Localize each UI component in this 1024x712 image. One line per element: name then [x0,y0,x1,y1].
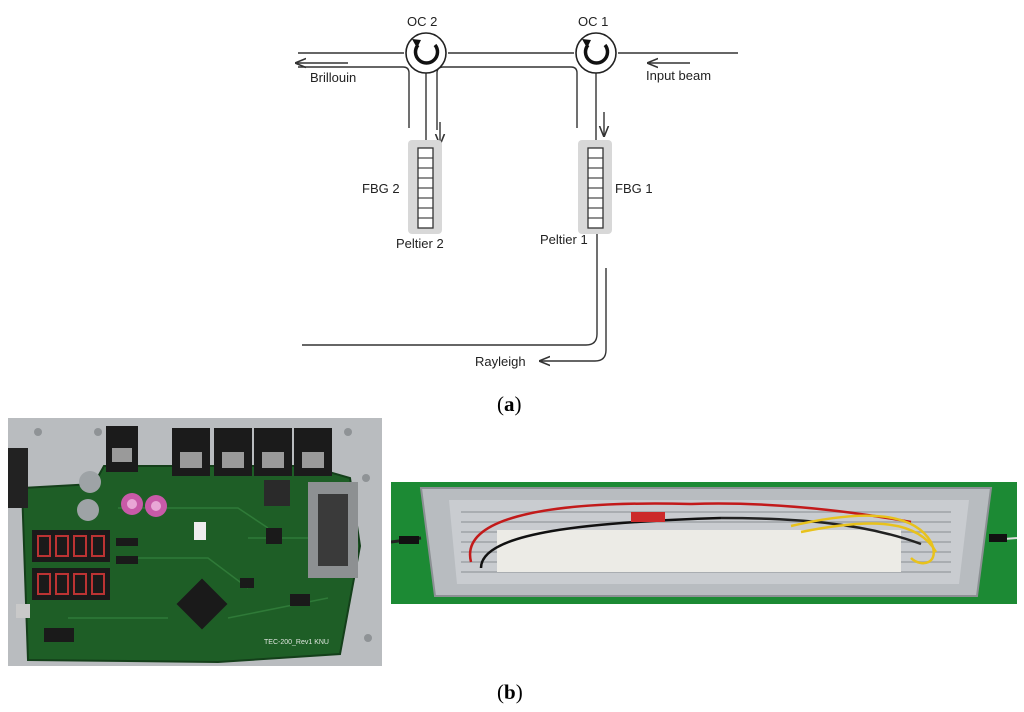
pcb-silkscreen: TEC-200_Rev1 KNU [264,639,329,646]
optical-schematic: OC 2 OC 1 FBG 2 FBG 1 Peltier 2 Peltier … [0,14,738,369]
seven-segment-displays [32,530,110,600]
capacitors [77,471,167,521]
microcontroller [176,578,228,630]
brillouin-label: Brillouin [310,70,356,85]
rayleigh-label: Rayleigh [475,354,526,369]
rayleigh-outer [540,268,607,361]
inductor [264,480,290,506]
peltier-2 [408,140,442,234]
oc2-circulator [405,32,447,74]
peltier1-label: Peltier 1 [540,232,588,247]
oc1-circulator [575,32,617,74]
oc2-label: OC 2 [407,14,437,29]
caption-b: (b) [497,680,523,704]
oc2-left-drop [298,66,410,128]
input-beam-label: Input beam [646,68,711,83]
circulator-arrow-icon [582,39,610,65]
fbg2-label: FBG 2 [362,181,400,196]
db9-connector [308,482,358,578]
peltier-1 [578,140,612,234]
rayleigh-fiber [302,226,598,346]
peltier-fbg-housing-photo [391,482,1017,604]
oc-inner-fiber [436,66,578,130]
circulator-arrow-icon [412,39,440,65]
oc1-label: OC 1 [578,14,608,29]
tec-controller-board-photo: TEC-200_Rev1 KNU [8,418,382,666]
fbg1-label: FBG 1 [615,181,653,196]
peltier-module [497,530,901,572]
heatsinks [106,426,332,476]
fiber-paths [296,52,738,361]
caption-a: (a) [497,392,522,416]
peltier2-label: Peltier 2 [396,236,444,251]
